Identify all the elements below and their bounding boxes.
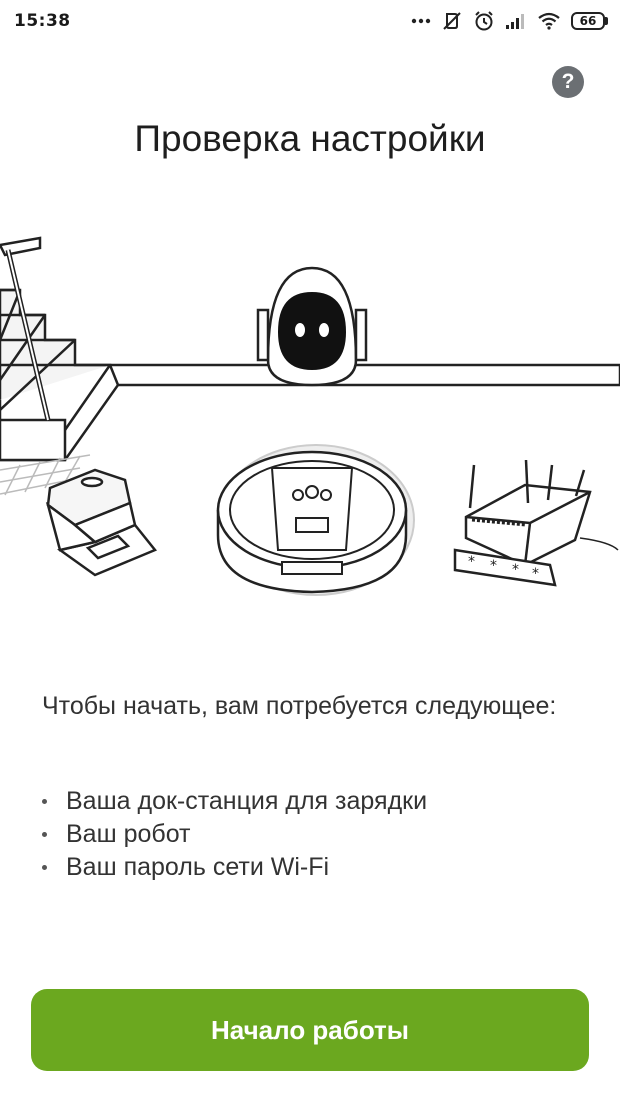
vibrate-off-icon: [443, 12, 461, 30]
svg-text:*: *: [468, 554, 475, 570]
robot-mascot-drawing: [256, 266, 368, 387]
svg-text:*: *: [512, 562, 519, 578]
page-title: Проверка настройки: [134, 118, 486, 159]
list-item-label: Ваш робот: [66, 820, 191, 848]
start-button[interactable]: Начало работы: [31, 989, 589, 1071]
list-item: Ваш робот: [42, 818, 582, 851]
help-icon: ?: [561, 70, 575, 93]
bullet-icon: [42, 832, 47, 837]
status-bar: 15:38 66: [0, 0, 620, 42]
status-time: 15:38: [14, 11, 71, 31]
roomba-drawing: [216, 444, 415, 596]
dots-icon: [411, 18, 431, 24]
signal-icon: [506, 14, 524, 29]
stairs-drawing: [0, 236, 120, 462]
svg-text:*: *: [532, 566, 539, 582]
list-item: Ваш пароль сети Wi-Fi: [42, 851, 582, 884]
requirements-list: Ваша док-станция для зарядки Ваш робот В…: [42, 785, 582, 884]
svg-text:*: *: [490, 558, 497, 574]
alarm-icon: [475, 11, 493, 31]
list-item-label: Ваш пароль сети Wi-Fi: [66, 853, 330, 881]
router-drawing: * * * *: [453, 459, 619, 587]
bullet-icon: [42, 799, 47, 804]
status-icons: 66: [411, 9, 608, 33]
setup-illustration: * * * *: [0, 236, 620, 596]
bullet-icon: [42, 865, 47, 870]
battery-level: 66: [571, 12, 605, 30]
help-button[interactable]: ?: [552, 66, 584, 98]
intro-text: Чтобы начать, вам потребуется следующее:: [42, 692, 557, 720]
wifi-icon: [538, 12, 560, 30]
dock-drawing: [45, 468, 158, 577]
list-item: Ваша док-станция для зарядки: [42, 785, 582, 818]
list-item-label: Ваша док-станция для зарядки: [66, 787, 428, 815]
battery-icon: 66: [571, 12, 608, 30]
